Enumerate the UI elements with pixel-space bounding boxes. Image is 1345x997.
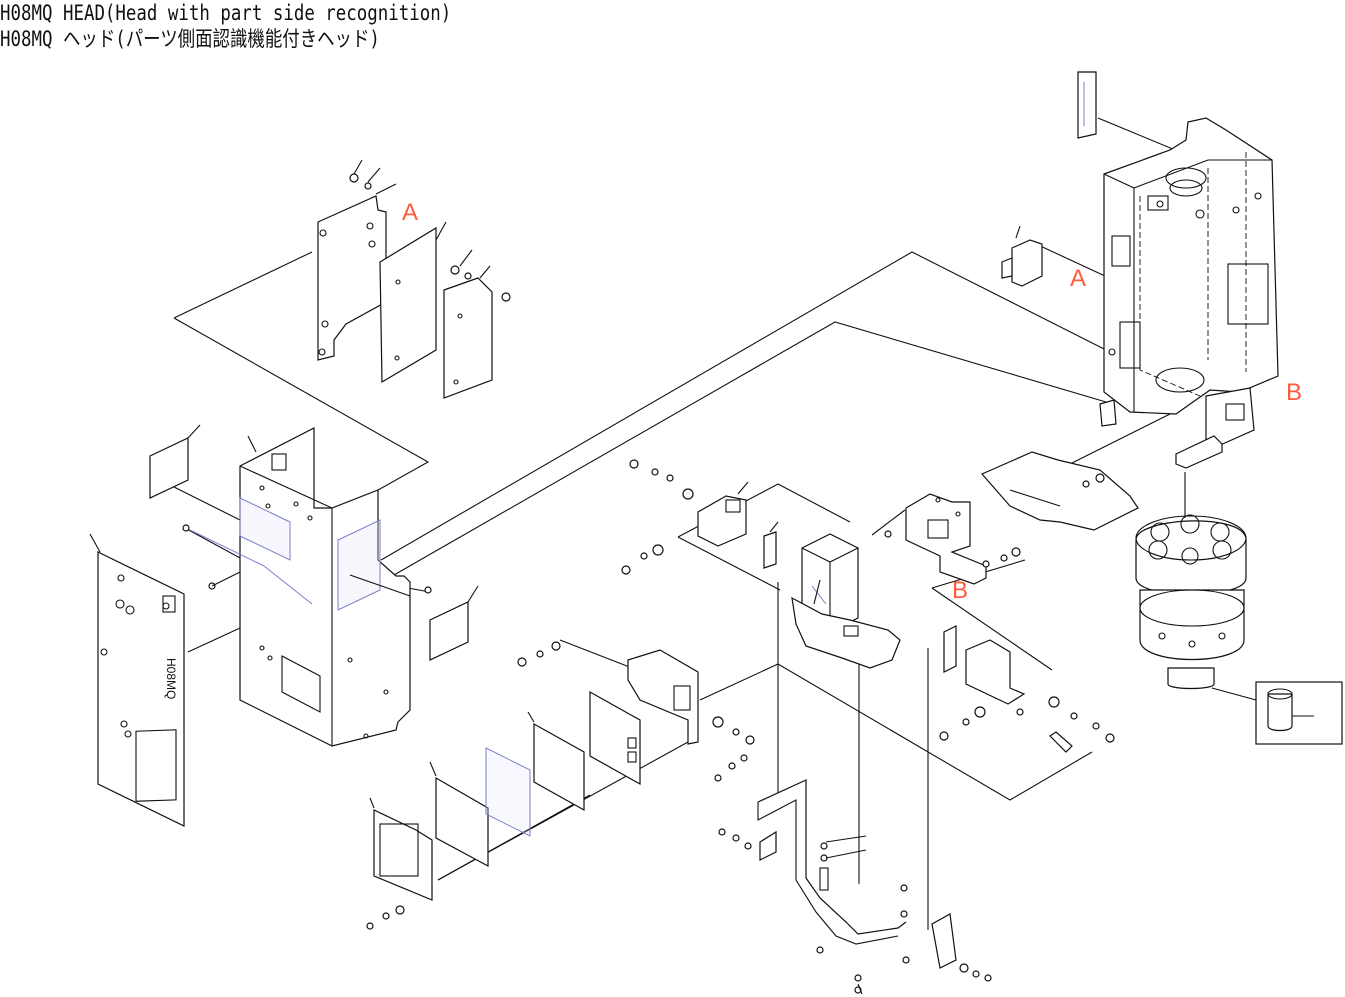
- marker-a-top: A: [402, 199, 418, 226]
- connector-part: [1002, 226, 1042, 286]
- label-sheet-right: [430, 602, 468, 660]
- marker-b-frame: B: [1286, 379, 1302, 406]
- side-bracket-b: B: [885, 452, 1138, 604]
- front-cover-panel: H08MQ: [90, 534, 184, 826]
- main-housing: [183, 428, 431, 746]
- panel-print-logo: H08MQ: [164, 658, 178, 699]
- circuit-board-2: [444, 278, 492, 398]
- marker-b-bracket: B: [952, 577, 968, 604]
- circuit-board-1: [380, 228, 436, 382]
- marker-a-frame: A: [1070, 265, 1086, 292]
- pcb-stack: [367, 642, 754, 929]
- rotary-head: [1136, 515, 1342, 744]
- head-frame: A B: [1070, 72, 1302, 468]
- recognition-camera-unit: [792, 534, 900, 668]
- upper-bracket-cluster: [622, 460, 778, 574]
- bracket-plate: [318, 196, 386, 360]
- label-sheet-left: [150, 438, 188, 498]
- lower-right-bracket: [940, 626, 1114, 752]
- upper-plate-group: A: [318, 160, 510, 398]
- cable-bracket-assembly: [719, 780, 991, 993]
